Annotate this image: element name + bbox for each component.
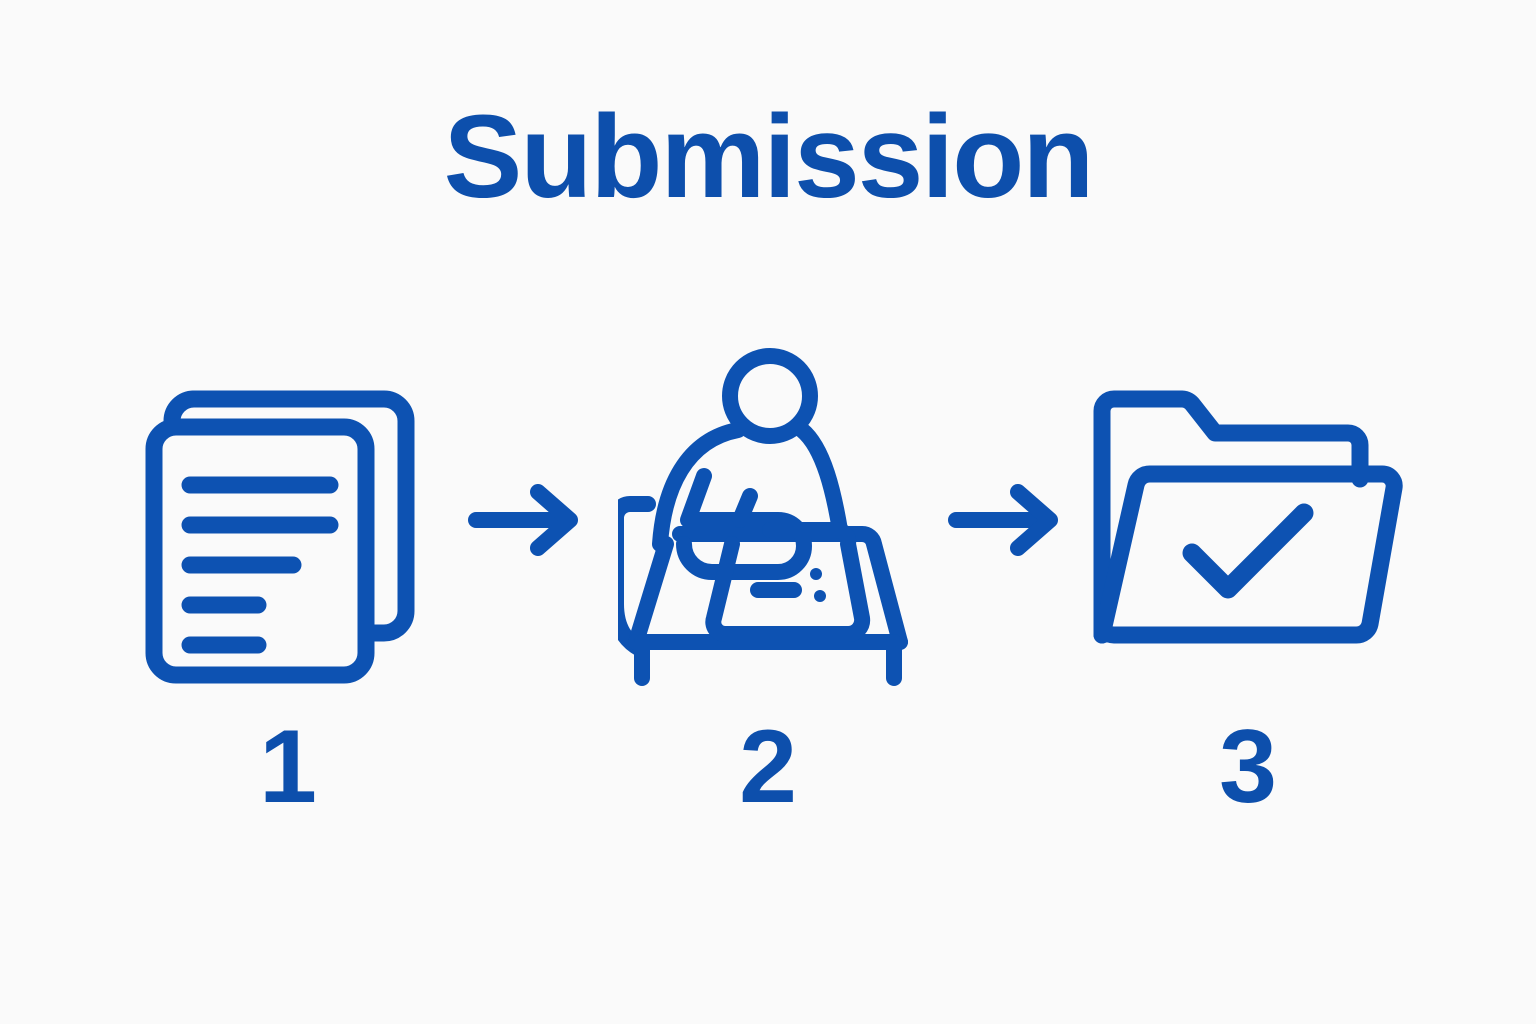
person-at-desk-writing-icon bbox=[618, 347, 918, 693]
arrow-right-icon bbox=[946, 480, 1070, 560]
process-flow bbox=[0, 330, 1536, 710]
page-title: Submission bbox=[443, 91, 1095, 223]
arrow-right-icon bbox=[466, 480, 590, 560]
flow-step-1 bbox=[123, 340, 453, 700]
flow-connector-2 bbox=[933, 460, 1083, 580]
step-number-2: 2 bbox=[739, 709, 797, 825]
step-number-1: 1 bbox=[259, 709, 317, 825]
flow-step-2 bbox=[603, 340, 933, 700]
documents-stack-icon bbox=[138, 355, 438, 685]
folder-check-icon bbox=[1088, 385, 1408, 655]
step-numbers: 1 2 3 bbox=[0, 715, 1536, 835]
flow-connector-1 bbox=[453, 460, 603, 580]
flow-step-3 bbox=[1083, 340, 1413, 700]
step-number-3: 3 bbox=[1219, 709, 1277, 825]
